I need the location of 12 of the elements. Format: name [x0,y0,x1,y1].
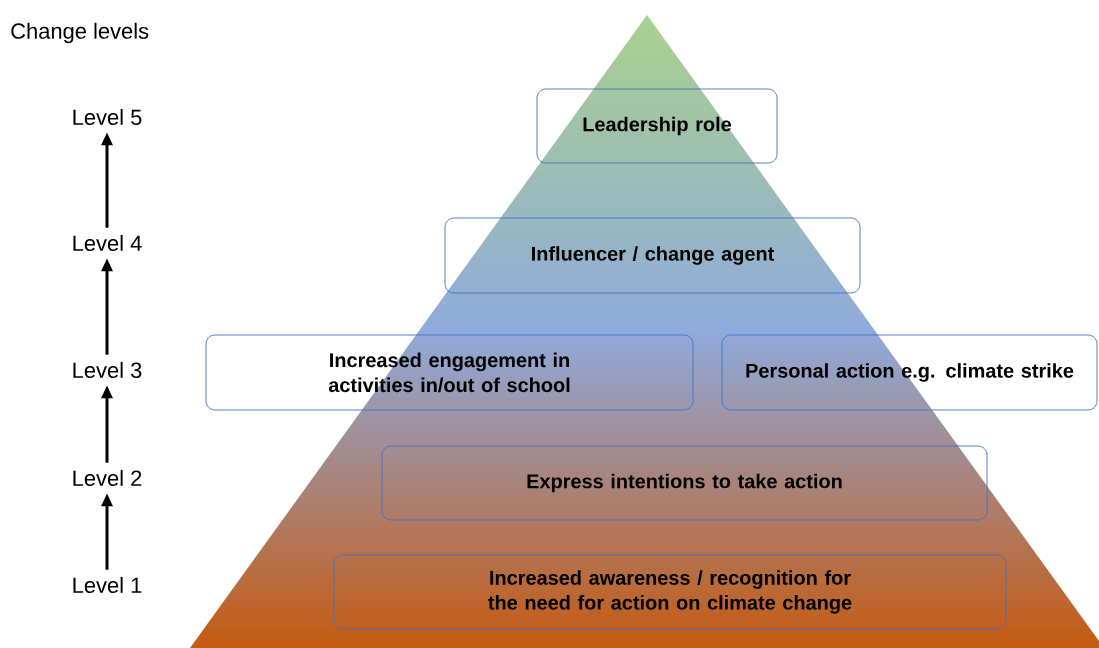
level-box: Leadership role [536,88,778,164]
level-label: Level 5 [73,108,142,126]
level-box: Increased awareness / recognition for the need for action on climate change [333,554,1007,630]
level-box: Personal action e.g. climate strike [721,334,1098,411]
level-box: Increased engagement in activities in/out of school [205,334,694,411]
level-box: Express intentions to take action [381,445,988,521]
level-box: Influencer / change agent [444,217,861,294]
level-label: Level 3 [73,361,142,379]
level-label: Level 2 [73,469,142,487]
level-label: Level 1 [73,576,142,594]
heading: Change levels [11,22,149,44]
level-label: Level 4 [73,234,142,252]
